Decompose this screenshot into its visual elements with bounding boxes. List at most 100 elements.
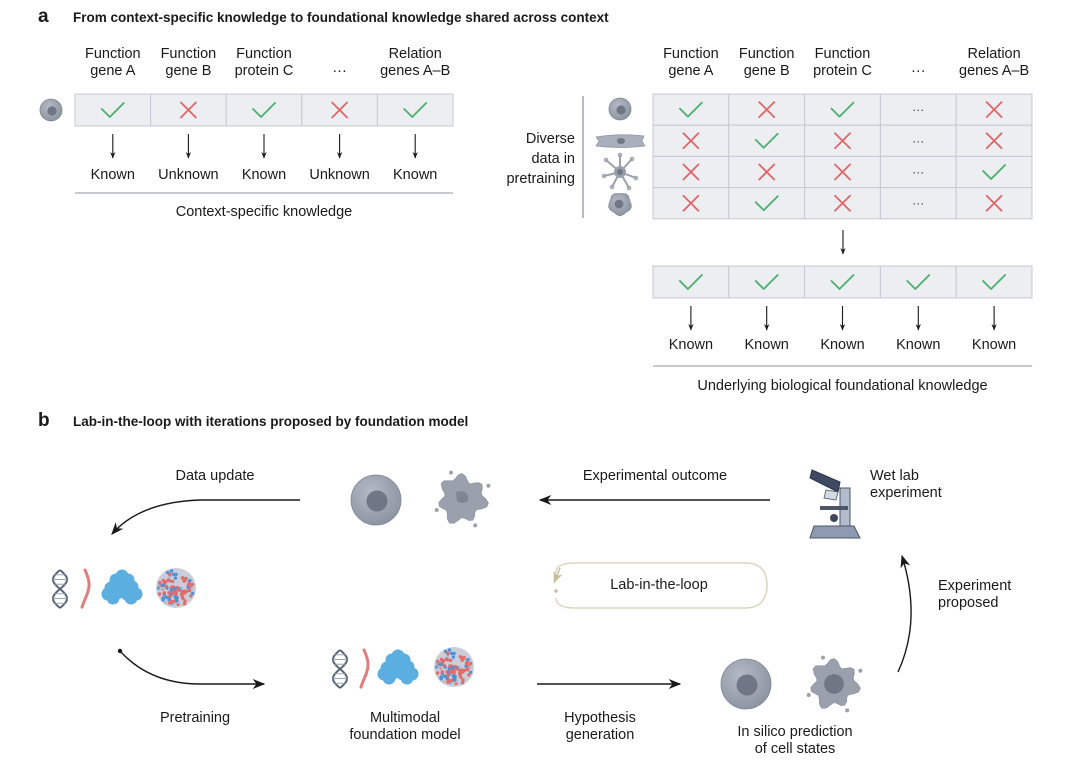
table-cell (652, 155, 730, 189)
cross-icon (758, 163, 776, 181)
column-header-line2: ··· (332, 63, 347, 79)
foundational-outcome: Known (896, 337, 941, 353)
context-specific-outcome: Known (393, 167, 438, 183)
column-header-line2: protein C (234, 63, 294, 79)
foundational-column-header: ··· (872, 46, 964, 80)
cross-icon (682, 132, 700, 150)
panel-a-cell-icons (39, 97, 646, 217)
column-header-line1: Function (84, 46, 141, 62)
lab-in-the-loop-label: Lab-in-the-loop (610, 577, 708, 593)
data-update-label: Data update (175, 468, 255, 484)
pretraining-arrow (119, 650, 266, 690)
context-specific-column-header: ··· (294, 46, 386, 80)
table-cell (955, 187, 1033, 220)
cross-icon (682, 163, 700, 181)
diverse-data-label-line2: data in (531, 151, 575, 167)
column-header-line1: Relation (388, 46, 442, 62)
in-silico-label: In silico prediction of cell states (710, 724, 880, 758)
column-header-line1: Function (236, 46, 292, 62)
foundational-outcome: Known (668, 337, 714, 353)
wet-lab-label-line1: Wet lab (870, 468, 919, 484)
panel-b-title: Lab-in-the-loop with iterations proposed… (73, 414, 469, 429)
tissue-spatial-icon (156, 568, 196, 608)
check-icon (100, 102, 125, 118)
panel-b-icons (51, 469, 863, 713)
modalities-group-model (331, 647, 474, 690)
panel-b-letter: b (38, 410, 50, 431)
wet-lab-label-line2: experiment (870, 485, 942, 501)
table-cell (879, 187, 957, 220)
pretraining-arrow-start-dot (117, 648, 123, 654)
cross-icon (179, 101, 198, 119)
check-icon (403, 102, 428, 118)
context-specific-outcome: Unknown (158, 167, 219, 183)
check-icon (252, 102, 276, 118)
dna-helix-icon (51, 569, 69, 609)
foundational-outcome: Known (971, 337, 1017, 353)
experiment-proposed-label-line1: Experiment (938, 578, 1012, 594)
lab-in-the-loop-arrowhead (553, 567, 563, 584)
experiment-proposed-arrow (897, 554, 912, 673)
column-header-line2: genes A–B (380, 63, 451, 79)
ellipsis-text: ··· (912, 165, 924, 179)
check-icon (982, 274, 1006, 290)
dna-helix-icon (331, 649, 349, 689)
microscope-icon (809, 469, 861, 539)
irregular-cell-icon (608, 193, 632, 217)
hypothesis-label-line2: generation (565, 727, 635, 743)
cross-icon (682, 194, 700, 212)
column-header-line2: gene B (743, 63, 790, 79)
multimodal-label-line1: Multimodal (369, 710, 441, 726)
table-cell (74, 93, 152, 127)
column-header-line1: Function (663, 46, 719, 62)
column-header-line2: ··· (911, 63, 926, 79)
protein-blob-icon (101, 569, 143, 605)
check-icon (754, 195, 779, 212)
tissue-spatial-icon (434, 647, 474, 687)
check-icon (679, 274, 703, 290)
context-specific-caption: Context-specific knowledge (175, 204, 353, 220)
wet-lab-label: Wet lab experiment (870, 468, 942, 502)
diverse-data-label-line3: pretraining (506, 171, 575, 187)
round-cell-icon (39, 98, 63, 122)
foundational-outcome: Known (820, 337, 865, 353)
table-cell (225, 93, 303, 127)
protein-blob-icon (377, 649, 419, 685)
elongated-cell-icon (595, 134, 646, 148)
column-header-line2: protein C (813, 63, 872, 79)
experimental-outcome-label: Experimental outcome (582, 468, 728, 484)
context-specific-outcome: Unknown (309, 167, 370, 183)
context-specific-outcome: Known (90, 167, 135, 183)
table-cell (652, 265, 730, 299)
multimodal-model-label: Multimodal foundation model (320, 710, 490, 744)
ellipsis-text: ··· (912, 103, 924, 117)
cross-icon (985, 100, 1003, 119)
table-cell (804, 93, 881, 126)
round-cell-icon (350, 474, 402, 526)
cross-icon (833, 132, 852, 150)
pretraining-label: Pretraining (159, 710, 231, 726)
check-icon (754, 274, 779, 290)
in-silico-label-line1: In silico prediction (737, 724, 853, 740)
column-header-line2: gene A (90, 63, 136, 79)
table-cell (879, 265, 957, 299)
table-cell (955, 265, 1033, 299)
column-header-line2: gene A (668, 63, 714, 79)
check-icon (754, 132, 779, 149)
table-cell (728, 265, 806, 299)
perturbed-cell-icon (806, 655, 863, 713)
table-cell (879, 93, 957, 126)
column-header-line1: Function (160, 46, 217, 62)
panel-a-arrows (110, 134, 997, 331)
panel-a-title: From context-specific knowledge to found… (73, 10, 609, 25)
column-header-line1: Function (814, 46, 871, 62)
check-icon (679, 101, 703, 118)
round-cell-icon (720, 658, 772, 710)
context-specific-outcome: Known (241, 167, 287, 183)
check-icon (830, 101, 855, 118)
